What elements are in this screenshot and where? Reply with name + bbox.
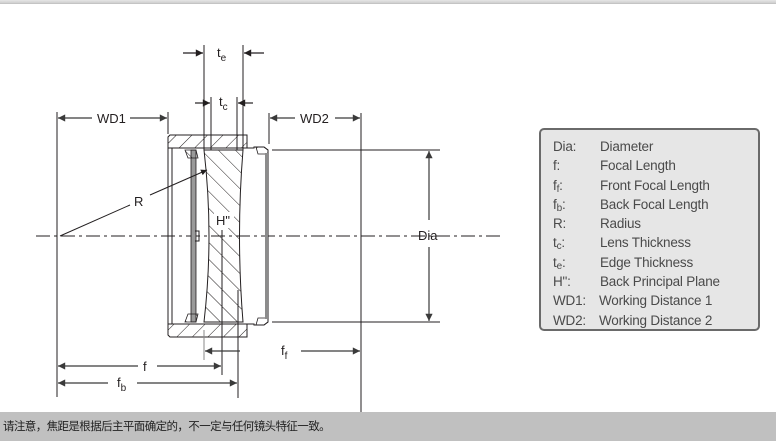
legend-box: Dia: Diameter f: Focal Length ff: Front … — [539, 128, 760, 331]
radius-label: R — [134, 194, 143, 209]
legend-desc: Radius — [600, 216, 641, 232]
lens-element — [203, 149, 244, 323]
legend-key: ff: — [553, 177, 563, 195]
legend-key: tc: — [553, 235, 565, 253]
legend-item: WD1: Working Distance 1 — [553, 291, 758, 310]
lens-housing — [167, 134, 269, 338]
back-focal-length-label: fb — [117, 375, 127, 394]
legend-key: H": — [553, 274, 571, 290]
legend-key: WD1: — [553, 293, 586, 309]
legend-key: fb: — [553, 196, 566, 214]
legend-item: Dia: Diameter — [553, 137, 758, 156]
legend-item: fb: Back Focal Length — [553, 195, 758, 214]
note-text: 请注意，焦距是根据后主平面确定的，不一定与任何镜头特征一致。 — [3, 419, 331, 433]
legend-desc: Diameter — [600, 139, 654, 154]
legend-item: tc: Lens Thickness — [553, 233, 758, 252]
legend-key: R: — [553, 216, 567, 232]
lens-thickness-label: tc — [219, 94, 228, 113]
front-focal-length-label: ff — [281, 343, 288, 362]
legend-desc: Working Distance 2 — [599, 312, 713, 328]
back-principal-plane-label: H" — [216, 213, 230, 228]
legend-item: te: Edge Thickness — [553, 253, 758, 272]
note-bar: 请注意，焦距是根据后主平面确定的，不一定与任何镜头特征一致。 — [0, 412, 776, 441]
edge-thickness-label: te — [217, 45, 227, 64]
legend-desc: Back Focal Length — [600, 196, 709, 212]
legend-item: WD2: Working Distance 2 — [553, 311, 758, 330]
legend-item: H": Back Principal Plane — [553, 272, 758, 291]
legend-desc: Working Distance 1 — [599, 293, 713, 309]
legend-desc: Focal Length — [600, 158, 676, 174]
legend-desc: Edge Thickness — [600, 254, 694, 270]
legend-key: f: — [553, 158, 561, 174]
legend-key: WD2: — [553, 312, 586, 328]
legend-key: Dia: — [553, 139, 577, 154]
working-distance-1-label: WD1 — [97, 111, 126, 126]
legend-key: te: — [553, 254, 566, 272]
top-rule — [0, 0, 776, 4]
legend-item: ff: Front Focal Length — [553, 176, 758, 195]
legend-desc: Lens Thickness — [600, 235, 691, 251]
legend-item: R: Radius — [553, 214, 758, 233]
diameter-label: Dia — [418, 228, 438, 243]
legend-item: f: Focal Length — [553, 156, 758, 175]
legend-desc: Back Principal Plane — [600, 274, 720, 290]
lens-diagram: H" te tc WD1 WD2 Dia R ff f fb — [36, 45, 500, 412]
focal-length-label: f — [143, 359, 147, 374]
working-distance-2-label: WD2 — [300, 111, 329, 126]
legend-desc: Front Focal Length — [600, 177, 710, 193]
